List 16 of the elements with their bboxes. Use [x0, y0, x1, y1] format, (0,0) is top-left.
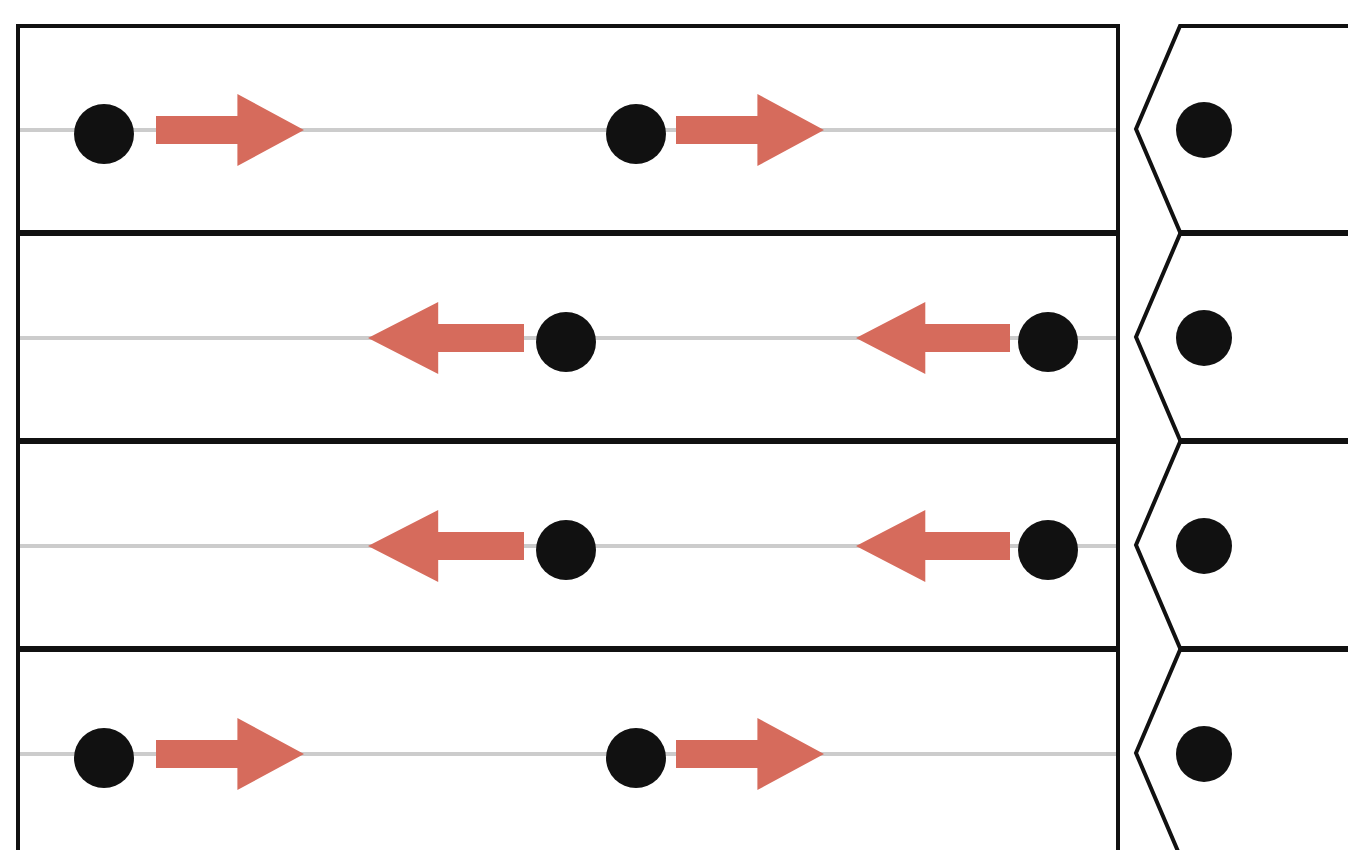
- dot: [536, 311, 596, 371]
- lane-box: [16, 232, 1120, 442]
- dot: [1018, 311, 1078, 371]
- dot: [536, 519, 596, 579]
- tag-shape: [1132, 440, 1348, 650]
- lane-box: [16, 440, 1120, 650]
- tag-shape: [1132, 24, 1348, 234]
- tag-shape: [1132, 232, 1348, 442]
- dot: [74, 103, 134, 163]
- lane-box: [16, 24, 1120, 234]
- dot: [606, 103, 666, 163]
- tag-shape: [1132, 648, 1348, 850]
- dot: [1018, 519, 1078, 579]
- lane-box: [16, 648, 1120, 850]
- dot: [606, 727, 666, 787]
- dot: [74, 727, 134, 787]
